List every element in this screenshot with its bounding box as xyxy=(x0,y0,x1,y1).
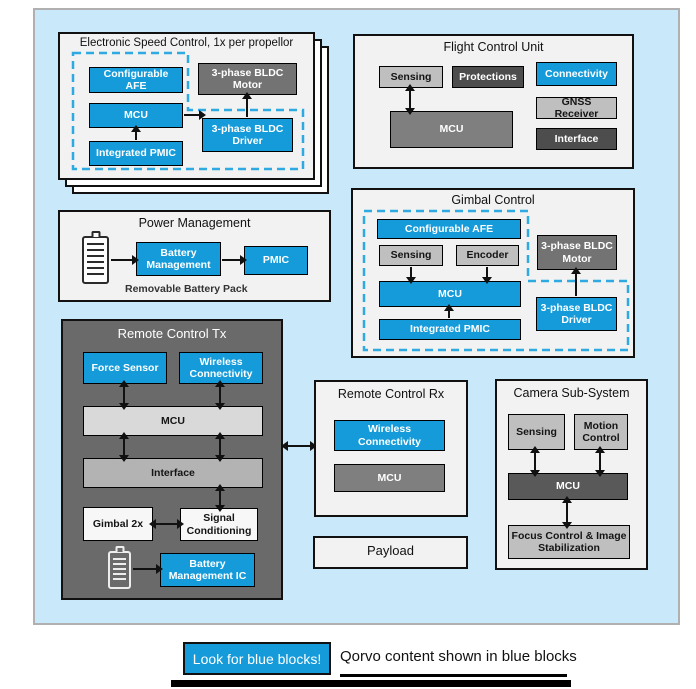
arrow-tx-interface-signal xyxy=(215,484,225,512)
esc-qorvo-dashed-outline xyxy=(71,51,305,171)
power-title: Power Management xyxy=(138,216,251,230)
tx-force-sensor-block: Force Sensor xyxy=(83,352,167,384)
legend-underline xyxy=(340,674,567,677)
camera-mcu-block: MCU xyxy=(508,473,628,500)
tx-battery-icon xyxy=(108,551,131,589)
arrow-esc-mcu-to-driver xyxy=(184,110,206,120)
legend-blue-badge: Look for blue blocks! xyxy=(183,642,331,675)
tx-battery-management-ic-block: Battery Management IC xyxy=(160,553,255,587)
arrow-esc-pmic-to-mcu xyxy=(131,125,141,140)
fcu-mcu-block: MCU xyxy=(390,111,513,148)
camera-sensing-block: Sensing xyxy=(508,414,565,450)
arrow-gimbal-driver-to-motor xyxy=(571,267,581,296)
fcu-interface-block: Interface xyxy=(536,128,617,150)
arrow-tx-to-rx xyxy=(281,441,317,451)
camera-motion-control-block: Motion Control xyxy=(574,414,628,450)
battery-icon xyxy=(82,236,109,284)
tx-interface-block: Interface xyxy=(83,458,263,488)
payload-title: Payload xyxy=(367,543,414,558)
gimbal-configurable-afe-block: Configurable AFE xyxy=(377,219,521,239)
esc-bldc-driver-block: 3-phase BLDC Driver xyxy=(202,118,293,152)
tx-mcu-block: MCU xyxy=(83,406,263,436)
fcu-protections-block: Protections xyxy=(452,66,524,88)
arrow-tx-gimbal2x-signal xyxy=(149,519,184,529)
esc-mcu-block: MCU xyxy=(89,103,183,128)
rx-wireless-connectivity-block: Wireless Connectivity xyxy=(334,420,445,451)
esc-configurable-afe-block: Configurable AFE xyxy=(89,67,183,93)
gimbal-sensing-block: Sensing xyxy=(379,245,443,266)
arrow-camera-motion-mcu xyxy=(595,446,605,477)
gimbal-qorvo-dashed-outline xyxy=(362,209,630,352)
gimbal-bldc-driver-block: 3-phase BLDC Driver xyxy=(536,297,617,331)
arrow-gimbal-pmic-to-mcu xyxy=(444,304,454,318)
camera-title: Camera Sub-System xyxy=(513,386,630,400)
arrow-gimbal-encoder-to-mcu xyxy=(482,267,492,284)
esc-title: Electronic Speed Control, 1x per propell… xyxy=(79,37,294,49)
arrow-tx-force-sensor-mcu xyxy=(119,380,129,410)
arrow-battery-to-battery-management xyxy=(111,255,139,265)
tx-signal-conditioning-block: Signal Conditioning xyxy=(180,508,258,541)
tx-wireless-connectivity-block: Wireless Connectivity xyxy=(179,352,263,384)
fcu-title: Flight Control Unit xyxy=(443,40,544,54)
arrow-camera-mcu-focus xyxy=(562,496,572,529)
fcu-connectivity-block: Connectivity xyxy=(536,62,617,86)
rx-title: Remote Control Rx xyxy=(337,387,445,401)
removable-battery-pack-caption: Removable Battery Pack xyxy=(125,283,248,295)
gimbal-encoder-block: Encoder xyxy=(456,245,519,266)
arrow-esc-driver-to-motor xyxy=(242,92,252,117)
arrow-battery-management-to-pmic xyxy=(222,255,247,265)
arrow-tx-battery-to-bmic xyxy=(133,564,163,574)
fcu-gnss-receiver-block: GNSS Receiver xyxy=(536,96,617,120)
legend-note-text: Qorvo content shown in blue blocks xyxy=(340,648,577,665)
arrow-tx-mcu-interface-left xyxy=(119,432,129,462)
power-pmic-block: PMIC xyxy=(244,246,308,275)
arrow-gimbal-sensing-to-mcu xyxy=(406,267,416,284)
arrow-fcu-sensing-mcu xyxy=(405,84,415,115)
tx-title: Remote Control Tx xyxy=(117,326,227,341)
tx-gimbal-2x-block: Gimbal 2x xyxy=(83,507,153,541)
esc-bldc-motor-block: 3-phase BLDC Motor xyxy=(198,63,297,95)
power-battery-management-block: Battery Management xyxy=(136,242,221,276)
gimbal-bldc-motor-block: 3-phase BLDC Motor xyxy=(537,235,617,270)
rx-mcu-block: MCU xyxy=(334,464,445,492)
arrow-tx-wireless-mcu xyxy=(215,380,225,410)
payload-panel xyxy=(313,536,468,569)
legend-bottom-bar xyxy=(171,680,571,687)
gimbal-integrated-pmic-block: Integrated PMIC xyxy=(379,319,521,340)
gimbal-title: Gimbal Control xyxy=(451,193,535,207)
arrow-tx-mcu-interface-right xyxy=(215,432,225,462)
camera-focus-control-block: Focus Control & Image Stabilization xyxy=(508,525,630,559)
esc-integrated-pmic-block: Integrated PMIC xyxy=(89,141,183,166)
arrow-camera-sensing-mcu xyxy=(530,446,540,477)
